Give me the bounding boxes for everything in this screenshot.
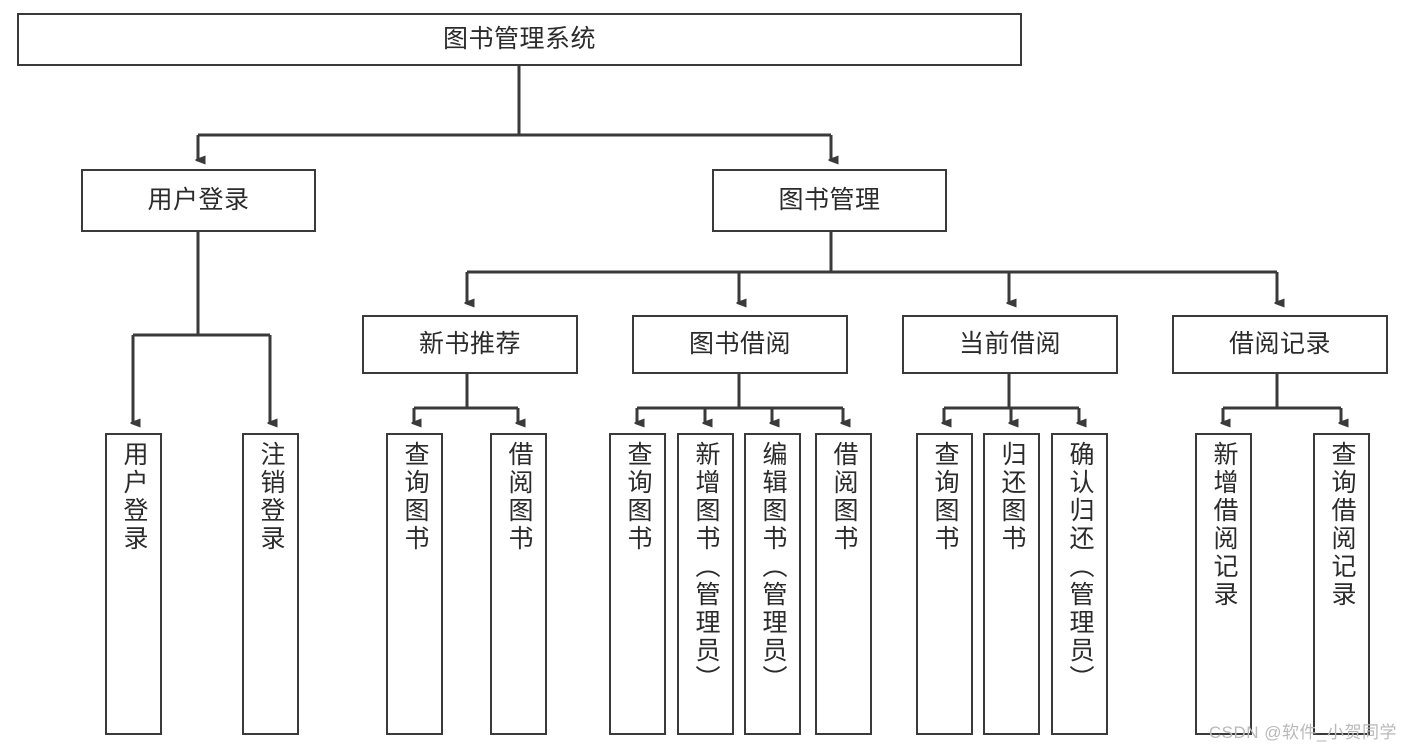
node-leaf-add-book-label: 新增图书（管理员） [692,441,720,693]
node-root[interactable]: 图书管理系统 [17,13,1022,66]
node-leaf-user-login-label: 用户登录 [120,441,148,553]
node-leaf-query-book-3[interactable]: 查询图书 [916,433,973,735]
node-borrow-record-label: 借阅记录 [1228,330,1331,358]
node-leaf-query-book-2-label: 查询图书 [624,441,652,553]
node-borrow-record[interactable]: 借阅记录 [1172,315,1388,374]
node-book-management[interactable]: 图书管理 [712,169,947,232]
node-leaf-edit-book[interactable]: 编辑图书（管理员） [744,433,801,735]
node-current-borrow-label: 当前借阅 [958,330,1061,358]
node-leaf-user-login[interactable]: 用户登录 [105,433,162,735]
node-leaf-query-record-label: 查询借阅记录 [1328,441,1356,609]
node-leaf-add-record[interactable]: 新增借阅记录 [1195,433,1252,735]
node-user-login[interactable]: 用户登录 [81,169,316,232]
node-leaf-return-book[interactable]: 归还图书 [983,433,1040,735]
node-leaf-borrow-book-1[interactable]: 借阅图书 [490,433,547,735]
node-new-book-recommend-label: 新书推荐 [418,330,521,358]
node-user-login-label: 用户登录 [147,186,250,214]
node-current-borrow[interactable]: 当前借阅 [902,315,1118,374]
node-leaf-return-book-label: 归还图书 [998,441,1026,553]
node-leaf-confirm-return[interactable]: 确认归还（管理员） [1051,433,1108,735]
node-leaf-logout[interactable]: 注销登录 [242,433,299,735]
node-book-borrow-label: 图书借阅 [688,330,791,358]
node-leaf-query-book-3-label: 查询图书 [931,441,959,553]
watermark: CSDN @软件_小贺同学 [1208,723,1397,742]
node-leaf-query-book-1-label: 查询图书 [401,441,429,553]
node-leaf-query-book-1[interactable]: 查询图书 [386,433,443,735]
node-leaf-confirm-return-label: 确认归还（管理员） [1066,441,1094,693]
node-book-management-label: 图书管理 [778,186,881,214]
node-leaf-borrow-book-1-label: 借阅图书 [505,441,533,553]
node-leaf-query-book-2[interactable]: 查询图书 [609,433,666,735]
node-leaf-borrow-book-2[interactable]: 借阅图书 [815,433,872,735]
node-leaf-logout-label: 注销登录 [257,441,285,553]
node-leaf-edit-book-label: 编辑图书（管理员） [759,441,787,693]
node-leaf-query-record[interactable]: 查询借阅记录 [1313,433,1370,735]
node-leaf-add-book[interactable]: 新增图书（管理员） [677,433,734,735]
node-new-book-recommend[interactable]: 新书推荐 [362,315,578,374]
node-book-borrow[interactable]: 图书借阅 [632,315,848,374]
node-leaf-borrow-book-2-label: 借阅图书 [830,441,858,553]
node-leaf-add-record-label: 新增借阅记录 [1210,441,1238,609]
node-root-label: 图书管理系统 [442,25,596,53]
